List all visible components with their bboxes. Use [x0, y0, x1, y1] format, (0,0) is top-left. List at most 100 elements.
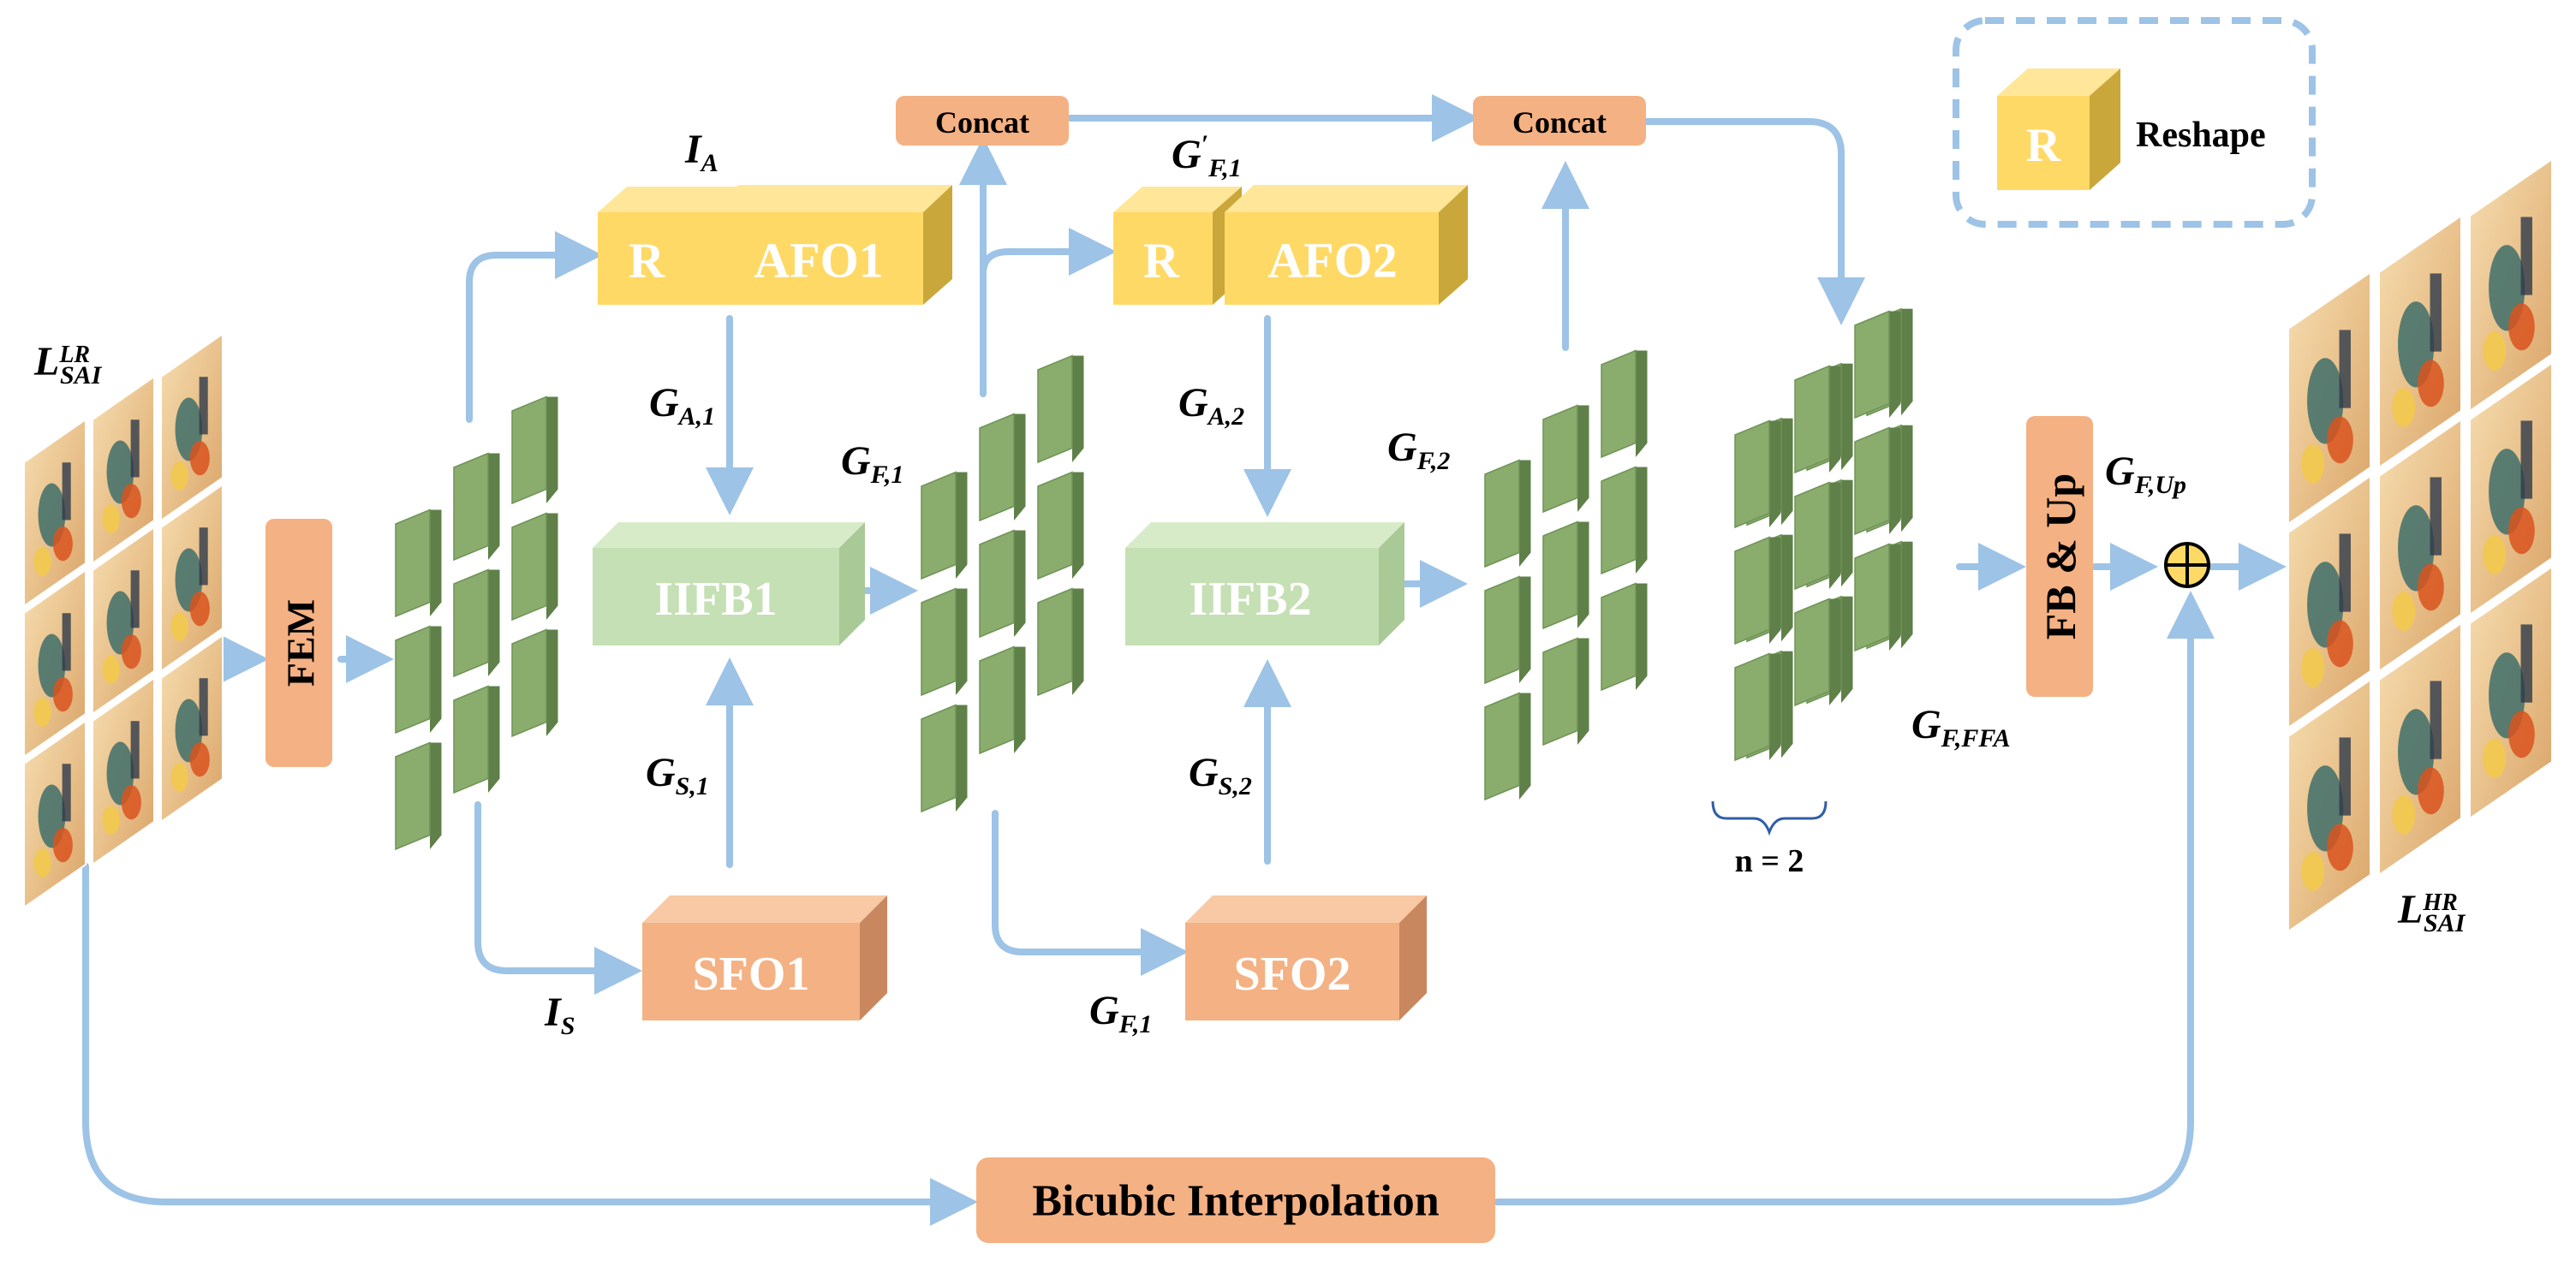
label-g-f1-bottom: GF,1: [1089, 988, 1152, 1038]
stacked-feature-maps: [1734, 307, 1913, 762]
feature-plate: [1484, 459, 1531, 568]
stacked-plate: [1854, 310, 1901, 419]
feature-map-block-1: [395, 396, 558, 851]
label-g-a2: GA,2: [1178, 380, 1244, 431]
sai-thumbnail: [2287, 678, 2371, 933]
feature-plate: [395, 741, 442, 851]
feature-plate: [921, 704, 968, 813]
n-label: n = 2: [1735, 843, 1804, 879]
output-label: LHR: [2397, 887, 2458, 932]
sai-thumbnail: [2469, 565, 2553, 820]
feature-plate: [1037, 587, 1084, 697]
stacked-plate: [1794, 481, 1841, 591]
sai-thumbnail: [2378, 418, 2462, 673]
fb-up-label: FB & Up: [2036, 473, 2084, 639]
afo1-label: AFO1: [754, 233, 883, 288]
input-image-grid: [23, 332, 224, 909]
feature-map-block-3: [1484, 349, 1648, 801]
reshape-1-label: R: [629, 233, 665, 288]
sai-thumbnail: [160, 634, 224, 824]
feature-plate: [921, 471, 968, 580]
label-g-a1: GA,1: [649, 380, 715, 431]
sai-thumbnail: [160, 332, 224, 522]
stacked-plate: [1854, 426, 1901, 536]
arrow-bicubic-to-plus: [1494, 591, 2215, 1205]
feature-plate: [1037, 354, 1084, 464]
feature-plate: [979, 645, 1026, 755]
label-i-a: IA: [684, 127, 719, 177]
iifb1-label: IIFB1: [654, 573, 777, 626]
feature-plate: [1037, 471, 1084, 580]
feature-plate: [979, 413, 1026, 522]
elementwise-sum-icon: [2164, 542, 2210, 588]
feature-plate: [453, 685, 500, 794]
concat-2-label: Concat: [1512, 105, 1607, 140]
concat-1-box: Concat: [896, 96, 1069, 146]
label-g-f1-prime: G′F,1: [1172, 130, 1242, 182]
feature-plate: [1601, 349, 1648, 459]
iifb1-block: IIFB1: [593, 522, 865, 645]
sfo2-label: SFO2: [1234, 948, 1351, 1001]
feature-plate: [511, 396, 558, 505]
legend-symbol: R: [2026, 119, 2061, 172]
afo1-block: AFO1: [709, 185, 952, 305]
feature-plate: [1542, 520, 1589, 630]
bicubic-block: Bicubic Interpolation: [976, 1157, 1495, 1243]
n-brace: n = 2: [1711, 800, 1828, 879]
stacked-plate: [1734, 536, 1781, 645]
stacked-plate: [1734, 652, 1781, 762]
feature-plate: [395, 625, 442, 735]
arrow-features-to-sfo1: [474, 801, 642, 995]
label-g-s1: GS,1: [646, 750, 709, 800]
feature-plate: [1542, 404, 1589, 514]
afo2-block: AFO2: [1225, 185, 1468, 305]
label-g-f1-top: GF,1: [841, 438, 903, 489]
math-labels: LLR SAI LHR SAI IA IS GA,1 GS,1 GF,1 G′F…: [33, 127, 2466, 1040]
sai-thumbnail: [2287, 271, 2371, 526]
sai-thumbnail: [160, 483, 224, 673]
sai-thumbnail: [23, 719, 86, 909]
stacked-plate: [1794, 598, 1841, 707]
output-image-grid: [2287, 158, 2553, 933]
feature-plate: [1484, 575, 1531, 685]
arrow-concat2-to-stack: [1643, 118, 1865, 325]
sai-thumbnail: [92, 526, 155, 716]
feature-plate: [453, 568, 500, 678]
stacked-plate: [1854, 543, 1901, 652]
concat-1-label: Concat: [935, 105, 1029, 140]
stacked-plate: [1794, 365, 1841, 474]
arrow-features2-to-afo2: [980, 228, 1117, 277]
fem-block: FEM: [265, 519, 332, 767]
feature-plate: [395, 509, 442, 618]
sfo1-block: SFO1: [642, 895, 887, 1020]
label-g-f2: GF,2: [1387, 425, 1450, 475]
feature-plate: [979, 529, 1026, 639]
iifb2-label: IIFB2: [1189, 573, 1311, 626]
sai-thumbnail: [92, 375, 155, 565]
reshape-2-label: R: [1143, 233, 1180, 288]
sai-thumbnail: [92, 676, 155, 866]
label-i-s: IS: [544, 990, 575, 1040]
sai-thumbnail: [2378, 622, 2462, 877]
legend-reshape-cube: R: [1997, 68, 2120, 190]
feature-plate: [921, 587, 968, 697]
fb-up-block: FB & Up: [2026, 416, 2093, 697]
iifb2-block: IIFB2: [1125, 522, 1404, 645]
sai-thumbnail: [2469, 158, 2553, 413]
feature-plate: [511, 512, 558, 622]
sfo2-block: SFO2: [1185, 895, 1427, 1020]
input-label-sub: SAI: [60, 361, 103, 390]
label-g-s2: GS,2: [1189, 750, 1252, 800]
feature-plate: [1601, 466, 1648, 575]
sai-thumbnail: [2287, 474, 2371, 729]
stacked-plate: [1734, 419, 1781, 529]
label-g-fup: GF,Up: [2105, 449, 2186, 499]
output-label-sub: SAI: [2424, 909, 2466, 937]
feature-plate: [453, 452, 500, 562]
reshape-2-block: R: [1113, 187, 1242, 305]
connector-arrows: [82, 94, 2287, 1226]
sai-thumbnail: [2378, 214, 2462, 469]
arrow-features2-to-sfo2: [992, 810, 1189, 976]
sai-thumbnail: [2469, 361, 2553, 616]
